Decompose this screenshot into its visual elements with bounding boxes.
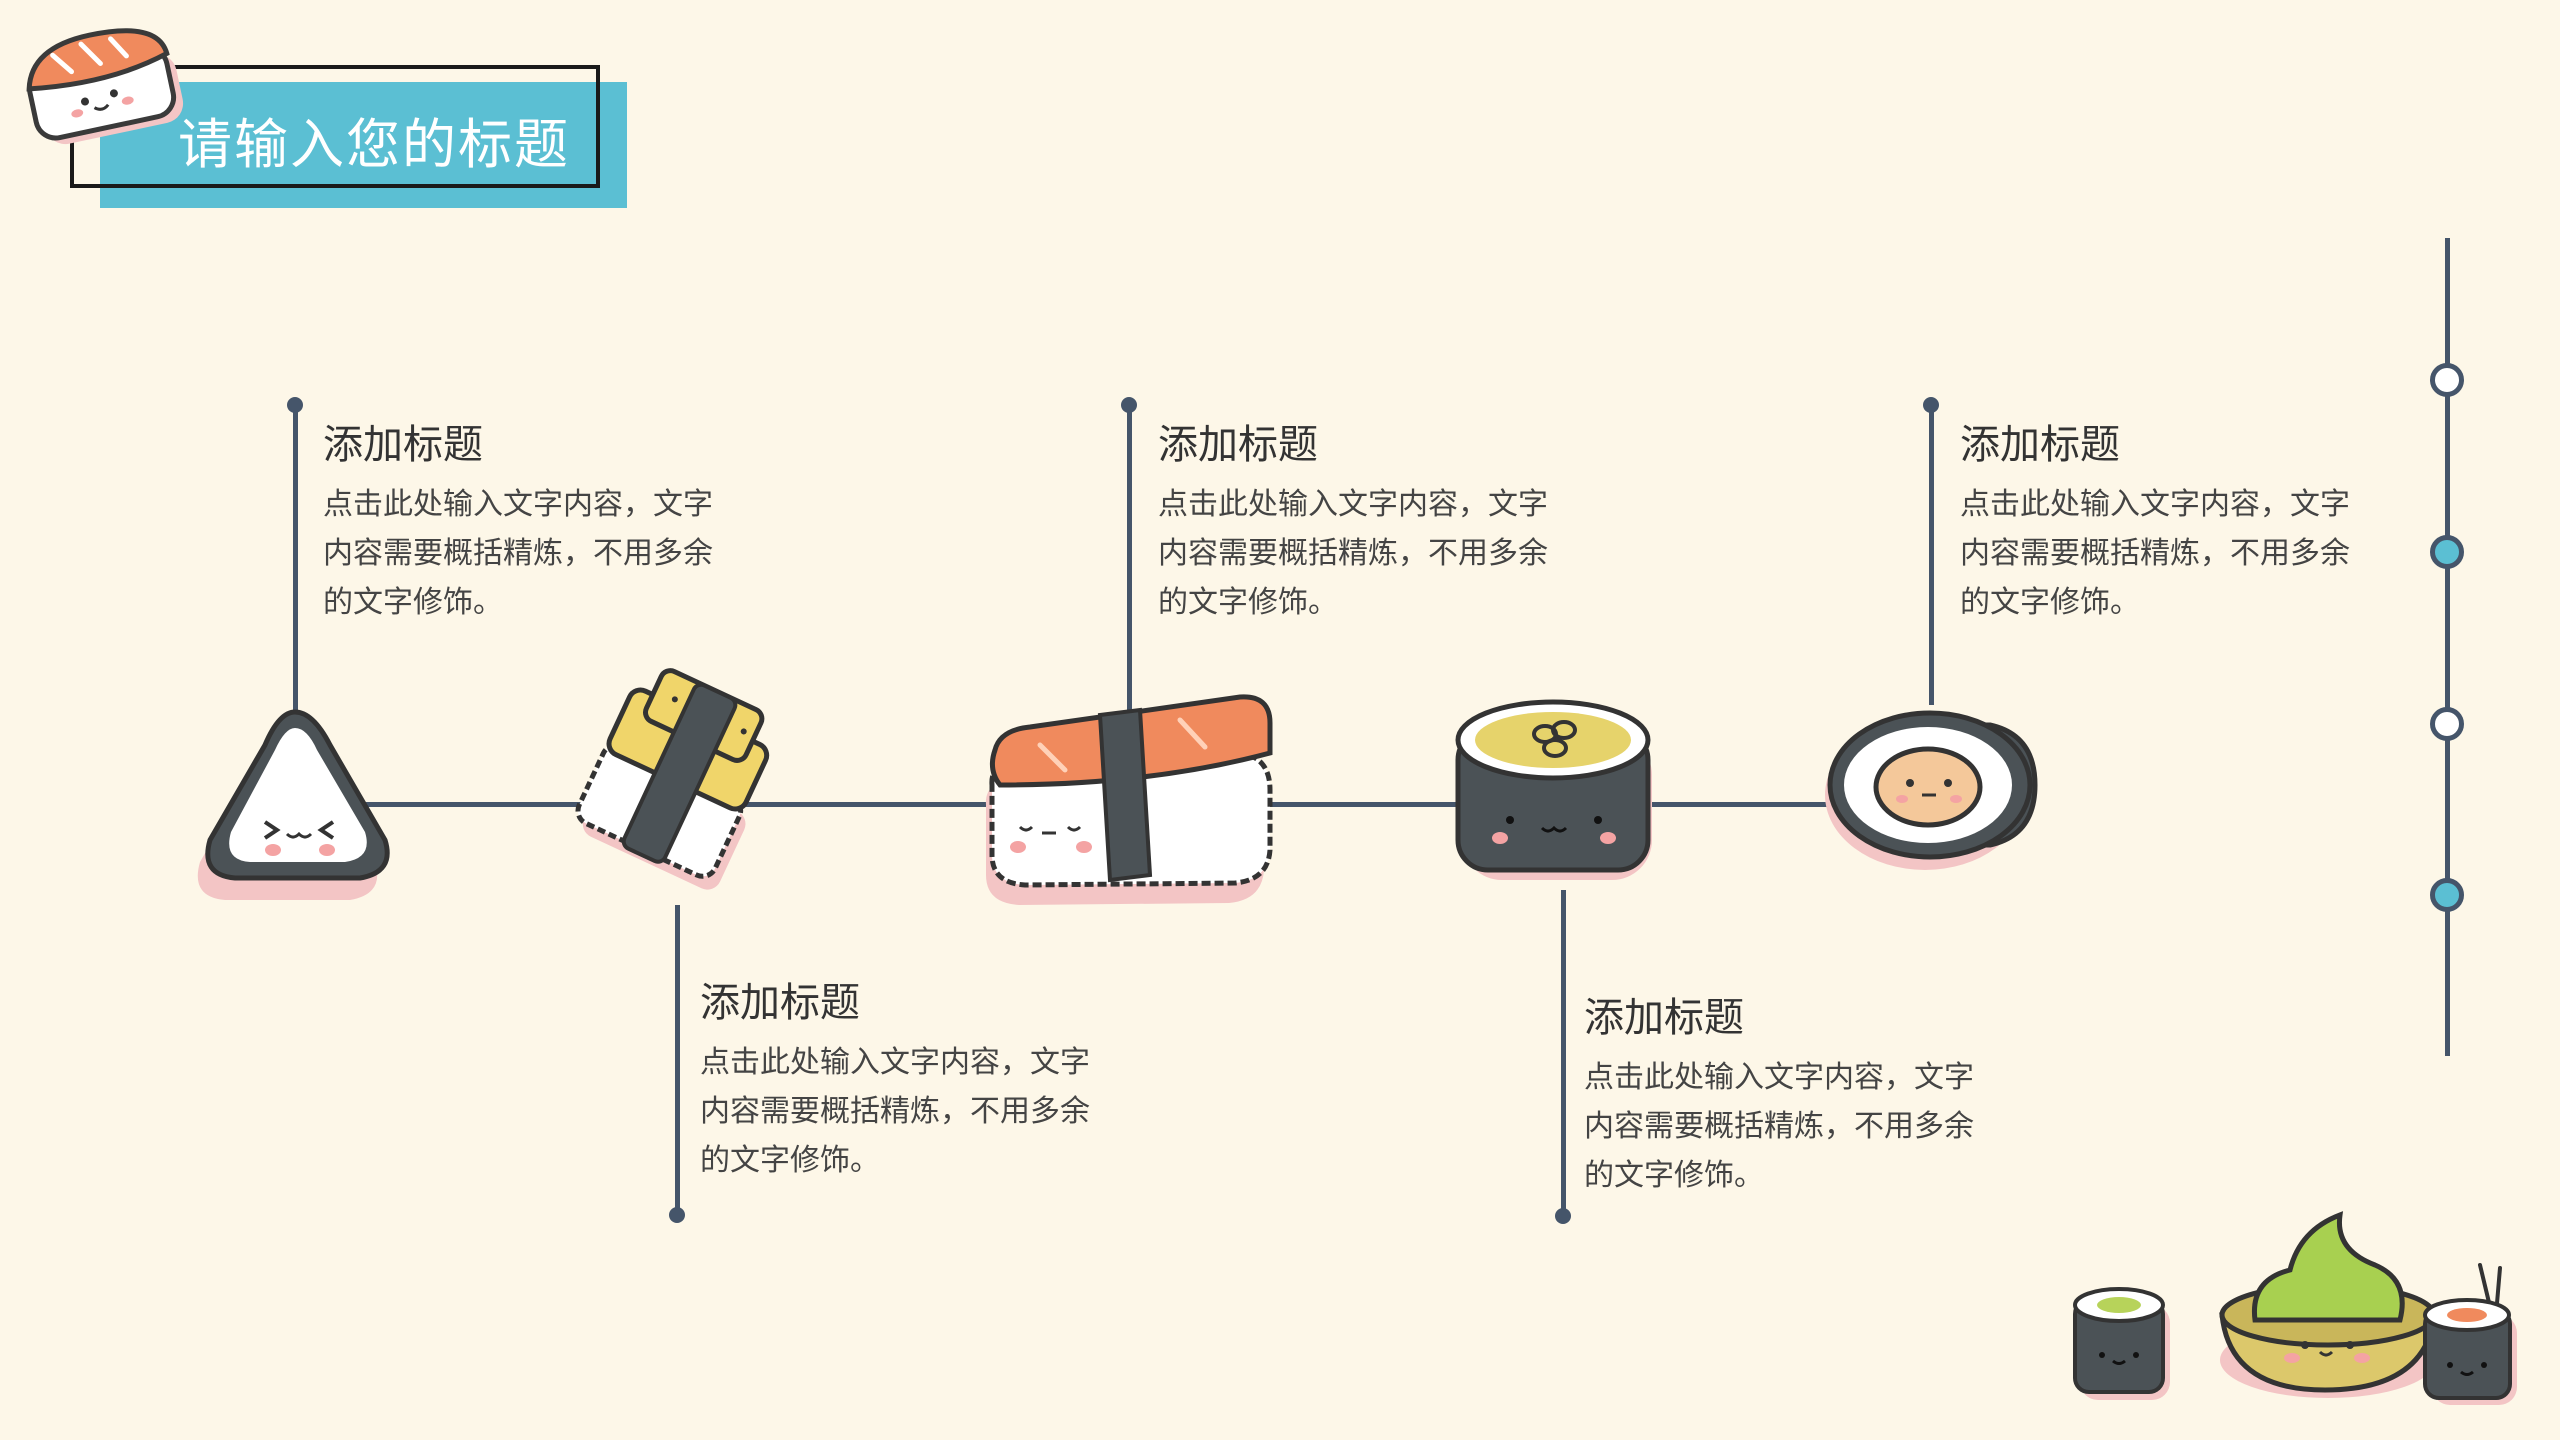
onigiri-icon (197, 709, 390, 900)
item-body: 点击此处输入文字内容，文字内容需要概括精炼，不用多余的文字修饰。 (1158, 487, 1548, 620)
sushi-mascot-icon (26, 28, 184, 145)
connector-4 (1561, 890, 1566, 1218)
connector-3 (1127, 405, 1132, 715)
nav-dot-2[interactable] (2430, 535, 2464, 569)
small-maki-icon (2073, 1287, 2170, 1400)
maki-with-chopsticks-icon (2423, 1263, 2517, 1405)
timeline-item-4: 添加标题 点击此处输入文字内容，文字内容需要概括精炼，不用多余的文字修饰。 (1584, 985, 1984, 1200)
tamago-sushi-icon (575, 668, 770, 890)
item-body: 点击此处输入文字内容，文字内容需要概括精炼，不用多余的文字修饰。 (323, 487, 713, 620)
item-title: 添加标题 (700, 980, 860, 1026)
connector-dot (669, 1207, 685, 1223)
connector-dot (1555, 1208, 1571, 1224)
item-title: 添加标题 (1584, 995, 1744, 1041)
connector-dot (1923, 397, 1939, 413)
nav-track (2445, 238, 2450, 1056)
nav-dot-1[interactable] (2430, 363, 2464, 397)
salmon-nigiri-icon (985, 694, 1273, 905)
connector-5 (1929, 405, 1934, 705)
item-title: 添加标题 (1960, 422, 2120, 468)
item-body: 点击此处输入文字内容，文字内容需要概括精炼，不用多余的文字修饰。 (1584, 1060, 1974, 1193)
timeline-item-3: 添加标题 点击此处输入文字内容，文字内容需要概括精炼，不用多余的文字修饰。 (1158, 412, 1558, 627)
item-title: 添加标题 (323, 422, 483, 468)
connector-dot (287, 397, 303, 413)
nav-dot-3[interactable] (2430, 707, 2464, 741)
wasabi-bowl-icon (2219, 1211, 2438, 1398)
connector-1 (293, 405, 298, 715)
maki-roll-icon (1455, 699, 1652, 880)
item-body: 点击此处输入文字内容，文字内容需要概括精炼，不用多余的文字修饰。 (700, 1045, 1090, 1178)
timeline-item-1: 添加标题 点击此处输入文字内容，文字内容需要概括精炼，不用多余的文字修饰。 (323, 412, 723, 627)
timeline-item-5: 添加标题 点击此处输入文字内容，文字内容需要概括精炼，不用多余的文字修饰。 (1960, 412, 2360, 627)
item-title: 添加标题 (1158, 422, 1318, 468)
connector-dot (1121, 397, 1137, 413)
roll-slice-icon (1825, 710, 2038, 870)
page-title: 请输入您的标题 (178, 113, 570, 176)
nav-dot-4[interactable] (2430, 878, 2464, 912)
connector-2 (675, 905, 680, 1215)
item-body: 点击此处输入文字内容，文字内容需要概括精炼，不用多余的文字修饰。 (1960, 487, 2350, 620)
timeline-item-2: 添加标题 点击此处输入文字内容，文字内容需要概括精炼，不用多余的文字修饰。 (700, 970, 1100, 1185)
